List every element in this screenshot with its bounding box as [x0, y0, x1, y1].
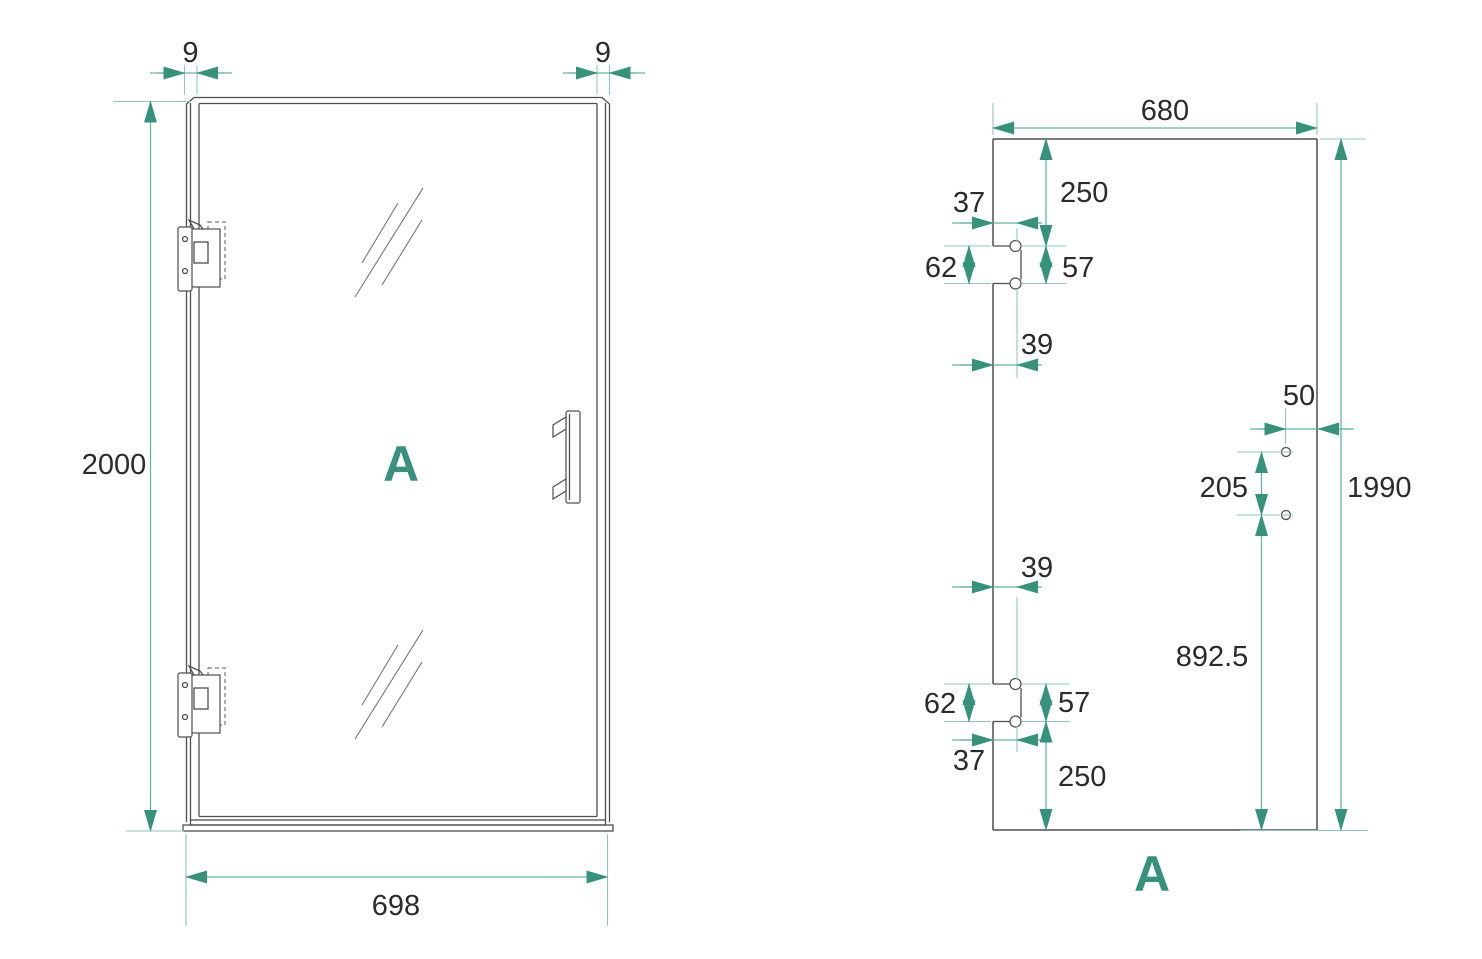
dim-bottom-hinge-depth: 39 [952, 552, 1053, 680]
dim-bottom-hinge-offset: 250 [1039, 720, 1106, 831]
dim-frame-thickness-right: 9 [563, 37, 645, 95]
dim-handle-bottom-offset: 892.5 [1176, 514, 1268, 831]
dim-top-hinge-cutout: 62 [925, 245, 991, 285]
dim-handle-edge-offset-label: 50 [1283, 380, 1315, 412]
bottom-hinge-cutout [993, 677, 1022, 728]
door-sill-inner [189, 819, 607, 826]
dim-top-hinge-edge: 37 [952, 187, 1042, 241]
dim-frame-thickness-right-label: 9 [595, 37, 611, 69]
bottom-hinge-drawing [177, 665, 226, 738]
glass-panel-view: 680 1990 250 37 62 [924, 95, 1412, 902]
dim-overall-height: 2000 [82, 100, 190, 832]
dim-handle-hole-spacing-label: 205 [1200, 472, 1248, 504]
dim-handle-hole-spacing: 205 [1200, 451, 1293, 516]
dim-overall-width-label: 698 [372, 890, 420, 922]
door-handle-drawing [552, 410, 581, 504]
dim-glass-height-label: 1990 [1347, 472, 1412, 504]
front-panel-label: A [383, 436, 419, 492]
dim-overall-width: 698 [185, 834, 609, 926]
front-view: 9 9 2000 698 A [82, 37, 645, 926]
dim-top-hinge-depth: 39 [952, 290, 1053, 378]
glass-reflection-marks [354, 187, 424, 740]
dim-bottom-hinge-offset-label: 250 [1058, 761, 1106, 793]
dim-glass-height: 1990 [1240, 138, 1412, 832]
dim-glass-width-label: 680 [1141, 95, 1189, 127]
dim-frame-thickness-left: 9 [150, 37, 232, 95]
dim-top-hinge-holes: 57 [1022, 245, 1094, 285]
dim-top-hinge-holes-label: 57 [1062, 252, 1094, 284]
door-sill-outer [182, 824, 614, 832]
dim-bottom-hinge-edge-label: 37 [953, 745, 985, 777]
dim-bottom-hinge-holes-label: 57 [1058, 687, 1090, 719]
dim-bottom-hinge-cutout-label: 62 [924, 688, 956, 720]
dim-bottom-hinge-edge: 37 [952, 726, 1042, 777]
dim-top-hinge-offset-label: 250 [1060, 177, 1108, 209]
dim-overall-height-label: 2000 [82, 449, 147, 481]
dim-handle-bottom-offset-label: 892.5 [1176, 641, 1249, 673]
dim-top-hinge-edge-label: 37 [953, 187, 985, 219]
top-hinge-cutout [993, 239, 1022, 290]
dim-bottom-hinge-holes: 57 [1022, 683, 1090, 723]
dim-handle-edge-offset: 50 [1250, 380, 1354, 444]
dim-top-hinge-offset: 250 [1039, 138, 1108, 247]
dim-frame-thickness-left-label: 9 [182, 37, 198, 69]
dim-bottom-hinge-depth-label: 39 [1021, 552, 1053, 584]
dim-top-hinge-depth-label: 39 [1021, 329, 1053, 361]
dim-bottom-hinge-cutout: 62 [924, 683, 991, 723]
top-hinge-drawing [177, 219, 226, 292]
dim-glass-width: 680 [992, 95, 1318, 135]
glass-panel-label: A [1134, 846, 1170, 902]
glass-panel-outline [992, 138, 1318, 831]
dim-top-hinge-cutout-label: 62 [925, 252, 957, 284]
